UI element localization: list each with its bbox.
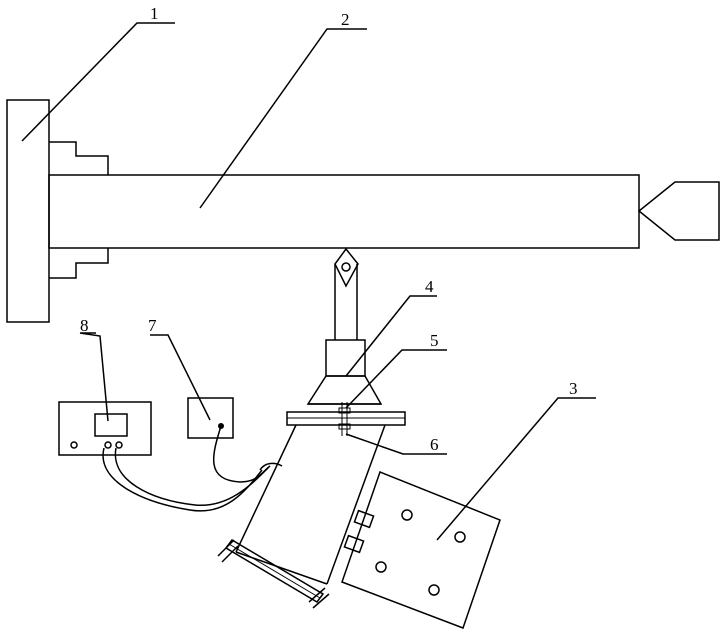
callout-4: 4 bbox=[425, 277, 434, 296]
callout-6: 6 bbox=[430, 435, 439, 454]
tailstock-center bbox=[639, 182, 719, 240]
callout-7: 7 bbox=[148, 316, 157, 335]
callout-5: 5 bbox=[430, 331, 439, 350]
clamp-bar bbox=[218, 540, 329, 608]
tool-holder bbox=[308, 340, 381, 404]
leader-lines bbox=[22, 23, 596, 540]
measurement-device bbox=[59, 402, 151, 455]
workpiece-bar bbox=[49, 175, 639, 248]
mounting-block bbox=[342, 472, 500, 628]
signal-box bbox=[188, 398, 233, 438]
chuck-plate bbox=[7, 100, 108, 322]
tilted-frame bbox=[236, 425, 385, 584]
callout-2: 2 bbox=[341, 10, 350, 29]
callout-3: 3 bbox=[569, 379, 578, 398]
tool-tip bbox=[335, 249, 358, 340]
callout-1: 1 bbox=[150, 4, 159, 23]
callout-8: 8 bbox=[80, 316, 89, 335]
